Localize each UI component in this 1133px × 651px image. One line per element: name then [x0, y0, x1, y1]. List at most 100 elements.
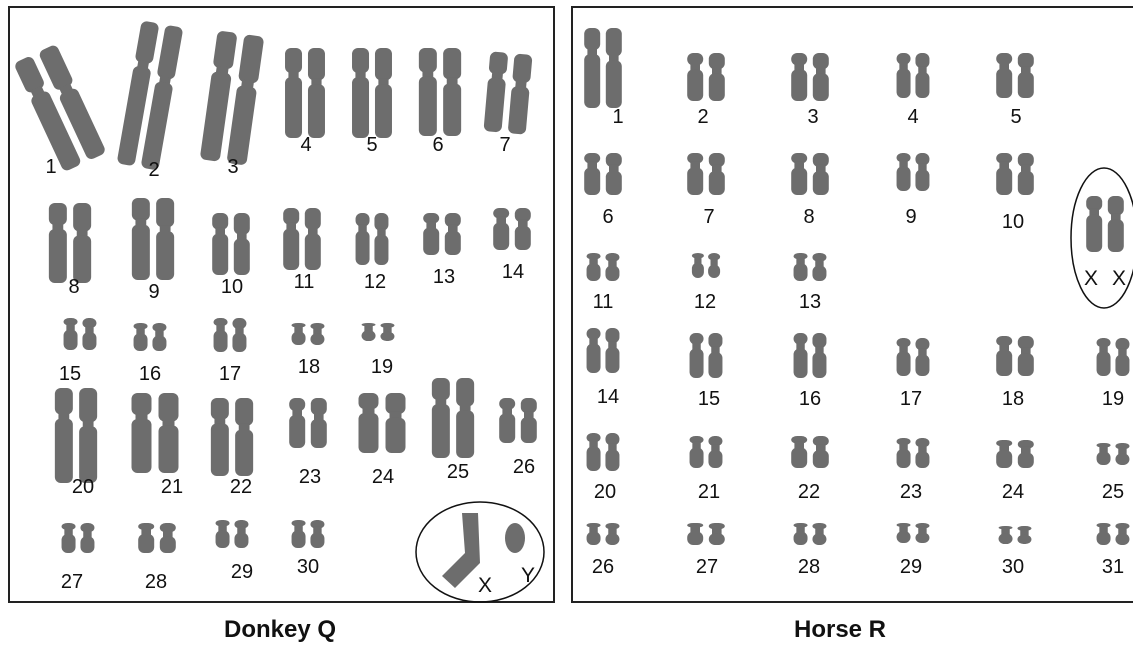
chromatid	[375, 48, 392, 80]
horse-chromosome-label-12: 12	[694, 291, 716, 313]
horse-chromosome-label-27: 27	[696, 556, 718, 578]
chromatid	[445, 213, 461, 227]
chromatid	[362, 330, 376, 341]
chromatid	[159, 425, 179, 473]
chromatid	[521, 398, 537, 413]
donkey-caption: Donkey Q	[180, 616, 380, 644]
horse-chromosome-pair-28	[794, 523, 827, 545]
chromatid	[308, 48, 325, 80]
chromatid	[73, 203, 91, 231]
chromatid	[794, 532, 808, 545]
chromatid	[200, 71, 232, 162]
horse-chromosome-label-5: 5	[1010, 106, 1021, 128]
chromatid	[915, 72, 929, 98]
chromatid	[356, 213, 370, 227]
chromatid	[794, 263, 808, 281]
donkey-chromosome-pair-20	[55, 388, 97, 483]
donkey-chromosome-label-5: 5	[366, 134, 377, 156]
donkey-chromosome-pair-10	[212, 213, 250, 275]
chromatid	[493, 223, 509, 250]
horse-chromosome-label-20: 20	[594, 481, 616, 503]
chromatid	[374, 213, 388, 231]
chromatid	[687, 532, 703, 545]
donkey-chromosome-label-13: 13	[433, 266, 455, 288]
chromatid	[82, 332, 96, 350]
horse-karyotype-drawing: 1234567891011121314151617181920212223242…	[573, 8, 1133, 605]
horse-chromosome-label-10: 10	[1002, 211, 1024, 233]
horse-sex-label-x1: X	[1084, 267, 1098, 290]
chromatid	[996, 450, 1012, 468]
chromatid	[587, 446, 601, 471]
horse-chromosome-pair-14	[587, 328, 620, 373]
chromatid	[1115, 453, 1129, 465]
chromatid	[692, 263, 704, 279]
chromatid	[709, 153, 725, 167]
horse-chromosome-pair-25	[1097, 443, 1130, 465]
chromatid	[499, 414, 515, 444]
chromatid	[79, 388, 97, 422]
chromatid	[432, 378, 450, 400]
chromatid	[305, 234, 321, 270]
chromatid	[432, 404, 450, 458]
chromatid	[285, 48, 302, 73]
chromatid	[996, 168, 1012, 195]
chromatid	[352, 77, 369, 138]
horse-chromosome-label-28: 28	[798, 556, 820, 578]
chromatid	[80, 536, 94, 553]
chromatid	[791, 69, 807, 101]
horse-chromosome-pair-23	[897, 438, 930, 468]
horse-chromosome-pair-19	[1097, 338, 1130, 376]
chromatid	[606, 28, 622, 56]
donkey-chromosome-pair-29	[216, 520, 249, 548]
horse-chromosome-label-19: 19	[1102, 388, 1124, 410]
chromatid	[1115, 533, 1129, 545]
chromatid	[156, 198, 174, 227]
chromatid	[212, 213, 228, 230]
chromatid	[915, 533, 929, 543]
donkey-chromosome-label-9: 9	[148, 281, 159, 303]
chromatid	[606, 171, 622, 195]
chromatid	[305, 208, 321, 230]
chromatid	[812, 333, 826, 348]
horse-chromosome-label-25: 25	[1102, 481, 1124, 503]
chromatid	[813, 450, 829, 468]
donkey-chromosome-label-20: 20	[72, 476, 94, 498]
donkey-chromosome-pair-1	[13, 44, 106, 173]
chromatid	[587, 344, 601, 374]
horse-chromosome-label-31: 31	[1102, 556, 1124, 578]
donkey-chromosome-pair-7	[483, 51, 532, 134]
donkey-chromosome-pair-28	[138, 523, 176, 553]
donkey-chromosome-pair-24	[359, 393, 406, 453]
chromatid	[235, 398, 253, 426]
horse-chromosome-label-16: 16	[799, 388, 821, 410]
chromatid	[812, 533, 826, 545]
chromatid	[311, 398, 327, 415]
chromatid	[521, 417, 537, 443]
donkey-chromosome-pair-23	[289, 398, 327, 448]
horse-chromosome-pair-17	[897, 338, 930, 376]
chromatid	[214, 330, 228, 352]
chromatid	[813, 171, 829, 195]
chromatid	[160, 536, 176, 553]
chromatid	[419, 48, 437, 72]
donkey-chromosome-pair-8	[49, 203, 91, 283]
chromatid	[226, 85, 257, 166]
chromatid	[1108, 196, 1124, 215]
chromatid	[49, 229, 67, 283]
horse-chromosome-pair-8	[791, 153, 829, 195]
donkey-chromosome-label-27: 27	[61, 571, 83, 593]
chromatid	[419, 76, 437, 136]
chromatid	[234, 239, 250, 275]
horse-chromosome-pair-22	[791, 436, 829, 468]
donkey-chromosome-label-16: 16	[139, 363, 161, 385]
chromatid	[374, 235, 388, 265]
horse-chromosome-pair-29	[897, 523, 930, 543]
chromatid	[138, 534, 154, 553]
chromatid	[996, 350, 1012, 376]
chromatid	[791, 448, 807, 468]
chromatid	[356, 231, 370, 265]
chromatid	[606, 153, 622, 167]
horse-chromosome-pair-4	[897, 53, 930, 98]
chromatid	[211, 423, 229, 476]
